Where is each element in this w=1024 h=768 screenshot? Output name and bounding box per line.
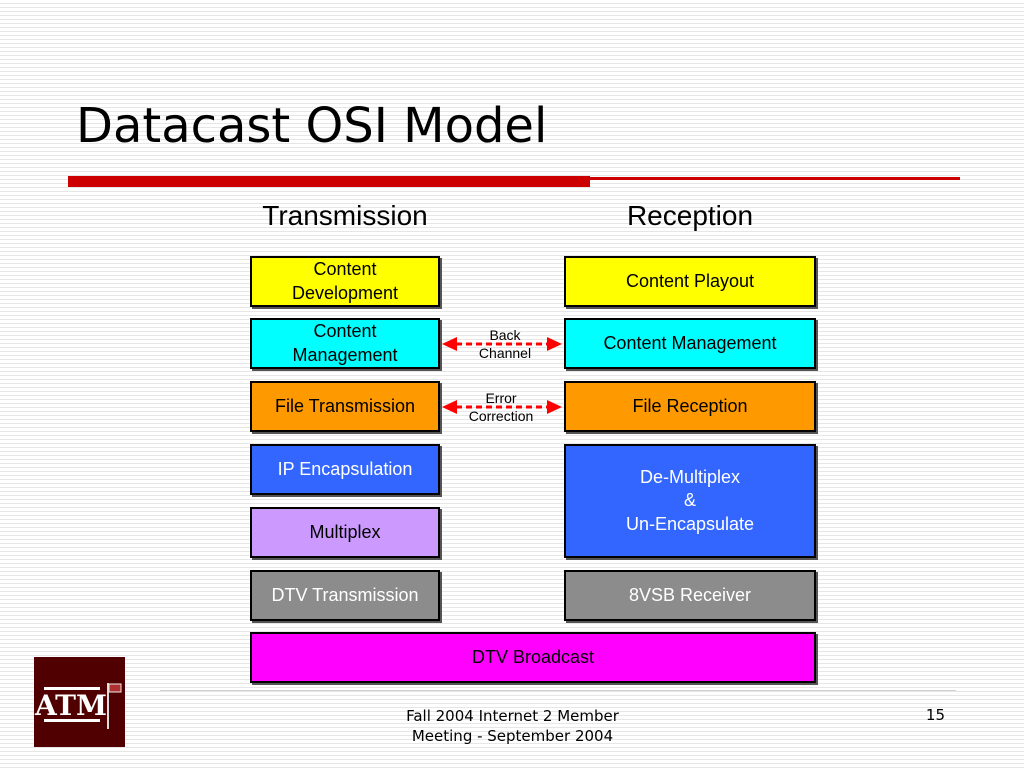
box-file-transmission: File Transmission — [250, 381, 440, 432]
box-line: Management — [292, 344, 398, 365]
column-header-reception: Reception — [626, 200, 754, 231]
footer-line: Meeting - September 2004 — [411, 727, 614, 746]
box-line: & — [683, 490, 696, 511]
box-label: DTV Broadcast — [471, 646, 595, 667]
box-line: De-Multiplex — [639, 466, 740, 487]
label-line: Error — [485, 390, 517, 406]
box-dtv-transmission: DTV Transmission — [250, 570, 440, 621]
logo-text: ATM — [34, 689, 107, 722]
page-number: 15 — [925, 706, 945, 724]
box-content-playout: Content Playout — [564, 256, 816, 307]
box-line: Content — [313, 259, 377, 280]
back-channel-arrow — [442, 337, 562, 351]
box-label: File Transmission — [274, 395, 416, 416]
box-label: Multiplex — [309, 521, 381, 542]
box-line: Un-Encapsulate — [625, 513, 755, 534]
footer-line: Fall 2004 Internet 2 Member — [406, 707, 619, 725]
footer-rule — [160, 690, 956, 691]
label-line: Correction — [468, 408, 534, 425]
texas-am-logo: ATM — [34, 657, 125, 747]
label-line: Back — [489, 327, 521, 343]
box-ip-encapsulation: IP Encapsulation — [250, 444, 440, 495]
box-dtv-broadcast: DTV Broadcast — [250, 632, 816, 683]
label-line: Channel — [478, 345, 532, 362]
box-content-management-rx: Content Management — [564, 318, 816, 369]
box-demux-unencapsulate: De-Multiplex &Un-Encapsulate — [564, 444, 816, 558]
box-label: IP Encapsulation — [277, 458, 413, 479]
title-rule-thick — [68, 176, 590, 187]
footer-text: Fall 2004 Internet 2 Member Meeting - Se… — [370, 706, 655, 747]
box-label: 8VSB Receiver — [628, 584, 752, 605]
page-title: Datacast OSI Model — [76, 98, 548, 154]
box-label: File Reception — [632, 395, 748, 416]
box-label: Content Management — [603, 332, 777, 353]
box-label: DTV Transmission — [271, 584, 419, 605]
box-label: Content Playout — [625, 270, 755, 291]
box-file-reception: File Reception — [564, 381, 816, 432]
error-correction-arrow — [442, 400, 562, 414]
title-rule-thin — [590, 177, 960, 180]
box-8vsb-receiver: 8VSB Receiver — [564, 570, 816, 621]
column-header-transmission: Transmission — [262, 200, 428, 231]
box-line: Content — [313, 321, 377, 342]
box-line: Development — [291, 282, 399, 303]
box-multiplex: Multiplex — [250, 507, 440, 558]
